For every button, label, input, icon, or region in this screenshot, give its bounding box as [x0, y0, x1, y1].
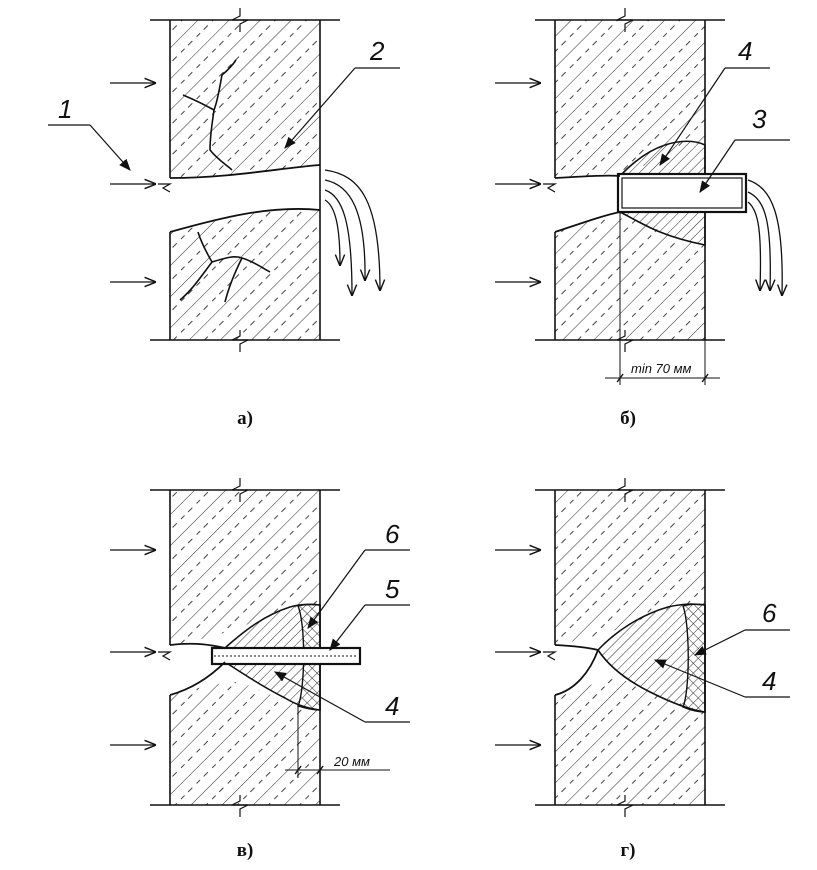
wall-upper [170, 490, 320, 645]
leader-5 [329, 604, 410, 651]
leader-6d [693, 629, 790, 656]
wall-upper [170, 20, 320, 178]
crack-lower [179, 231, 271, 303]
wall-lower [555, 678, 705, 805]
wall-upper [555, 20, 705, 178]
wall-outline [150, 8, 340, 352]
leader-2 [284, 67, 400, 149]
leader-1 [48, 124, 131, 171]
label-6: 6 [385, 519, 400, 549]
panel-a: 1 2 [48, 8, 400, 352]
pressure-arrows [110, 550, 155, 745]
panel-c: 20 мм 6 5 4 [110, 478, 410, 817]
label-3: 3 [752, 104, 767, 134]
crack-upper [182, 59, 237, 171]
label-4: 4 [738, 36, 752, 66]
label-6: 6 [762, 598, 777, 628]
panel-b: min 70 мм 3 4 [495, 8, 790, 385]
caption-c: в) [236, 840, 254, 861]
dimension-20 [285, 706, 390, 778]
water-flow-arrows [747, 179, 782, 295]
leader-4 [659, 67, 770, 166]
pressure-arrows [495, 83, 540, 282]
caption-d: г) [620, 840, 636, 861]
label-2: 2 [369, 36, 385, 66]
label-4: 4 [385, 691, 399, 721]
dimension-text: 20 мм [333, 754, 370, 769]
wall-outline [535, 478, 725, 817]
pressure-arrows [495, 550, 540, 745]
injection-tube [210, 646, 362, 666]
pressure-arrows [110, 83, 155, 282]
leader-3 [699, 139, 790, 193]
panel-d: 6 4 [495, 478, 790, 817]
dimension-text: min 70 мм [631, 361, 692, 376]
wall-lower [170, 208, 320, 340]
caption-a: а) [237, 408, 253, 429]
wall-upper [555, 490, 705, 645]
leader-6 [307, 549, 410, 629]
caption-b: б) [620, 408, 636, 429]
wall-outline [150, 478, 340, 817]
injection-pipe [616, 172, 748, 214]
label-4: 4 [762, 666, 776, 696]
water-flow-arrows [324, 169, 380, 295]
leader-4c [273, 671, 410, 723]
wall-lower [555, 218, 705, 340]
leader-4d [653, 659, 790, 698]
label-5: 5 [385, 574, 400, 604]
label-1: 1 [58, 94, 72, 124]
wall-lower [170, 682, 320, 805]
plug-cap [682, 603, 706, 713]
wall-outline [535, 8, 725, 352]
dimension-min70 [605, 212, 720, 385]
